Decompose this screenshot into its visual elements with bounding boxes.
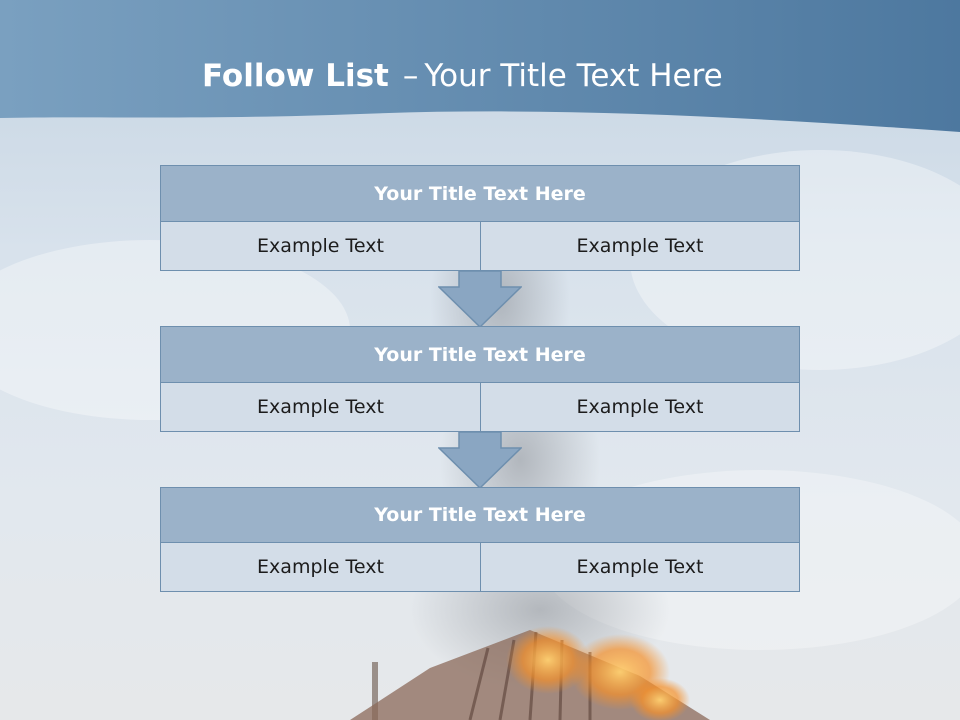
list-block-3: Your Title Text Here Example Text Exampl… <box>160 487 800 593</box>
block-title: Your Title Text Here <box>160 487 800 543</box>
block-cell-left: Example Text <box>160 382 481 432</box>
header-band <box>0 0 960 132</box>
list-block-2: Your Title Text Here Example Text Exampl… <box>160 326 800 432</box>
slide-title: Follow List–Your Title Text Here <box>202 56 723 96</box>
block-cell-right: Example Text <box>480 542 800 592</box>
block-cell-right: Example Text <box>480 382 800 432</box>
block-title: Your Title Text Here <box>160 326 800 384</box>
down-arrow-icon <box>438 432 522 490</box>
title-separator: – <box>402 58 419 94</box>
fire <box>506 626 590 694</box>
block-cell-left: Example Text <box>160 221 481 271</box>
title-bold: Follow List <box>202 58 389 94</box>
block-cell-left: Example Text <box>160 542 481 592</box>
title-text: Your Title Text Here <box>424 58 723 94</box>
block-cell-right: Example Text <box>480 221 800 271</box>
down-arrow-icon <box>438 271 522 329</box>
block-title: Your Title Text Here <box>160 165 800 223</box>
list-block-1: Your Title Text Here Example Text Exampl… <box>160 165 800 271</box>
